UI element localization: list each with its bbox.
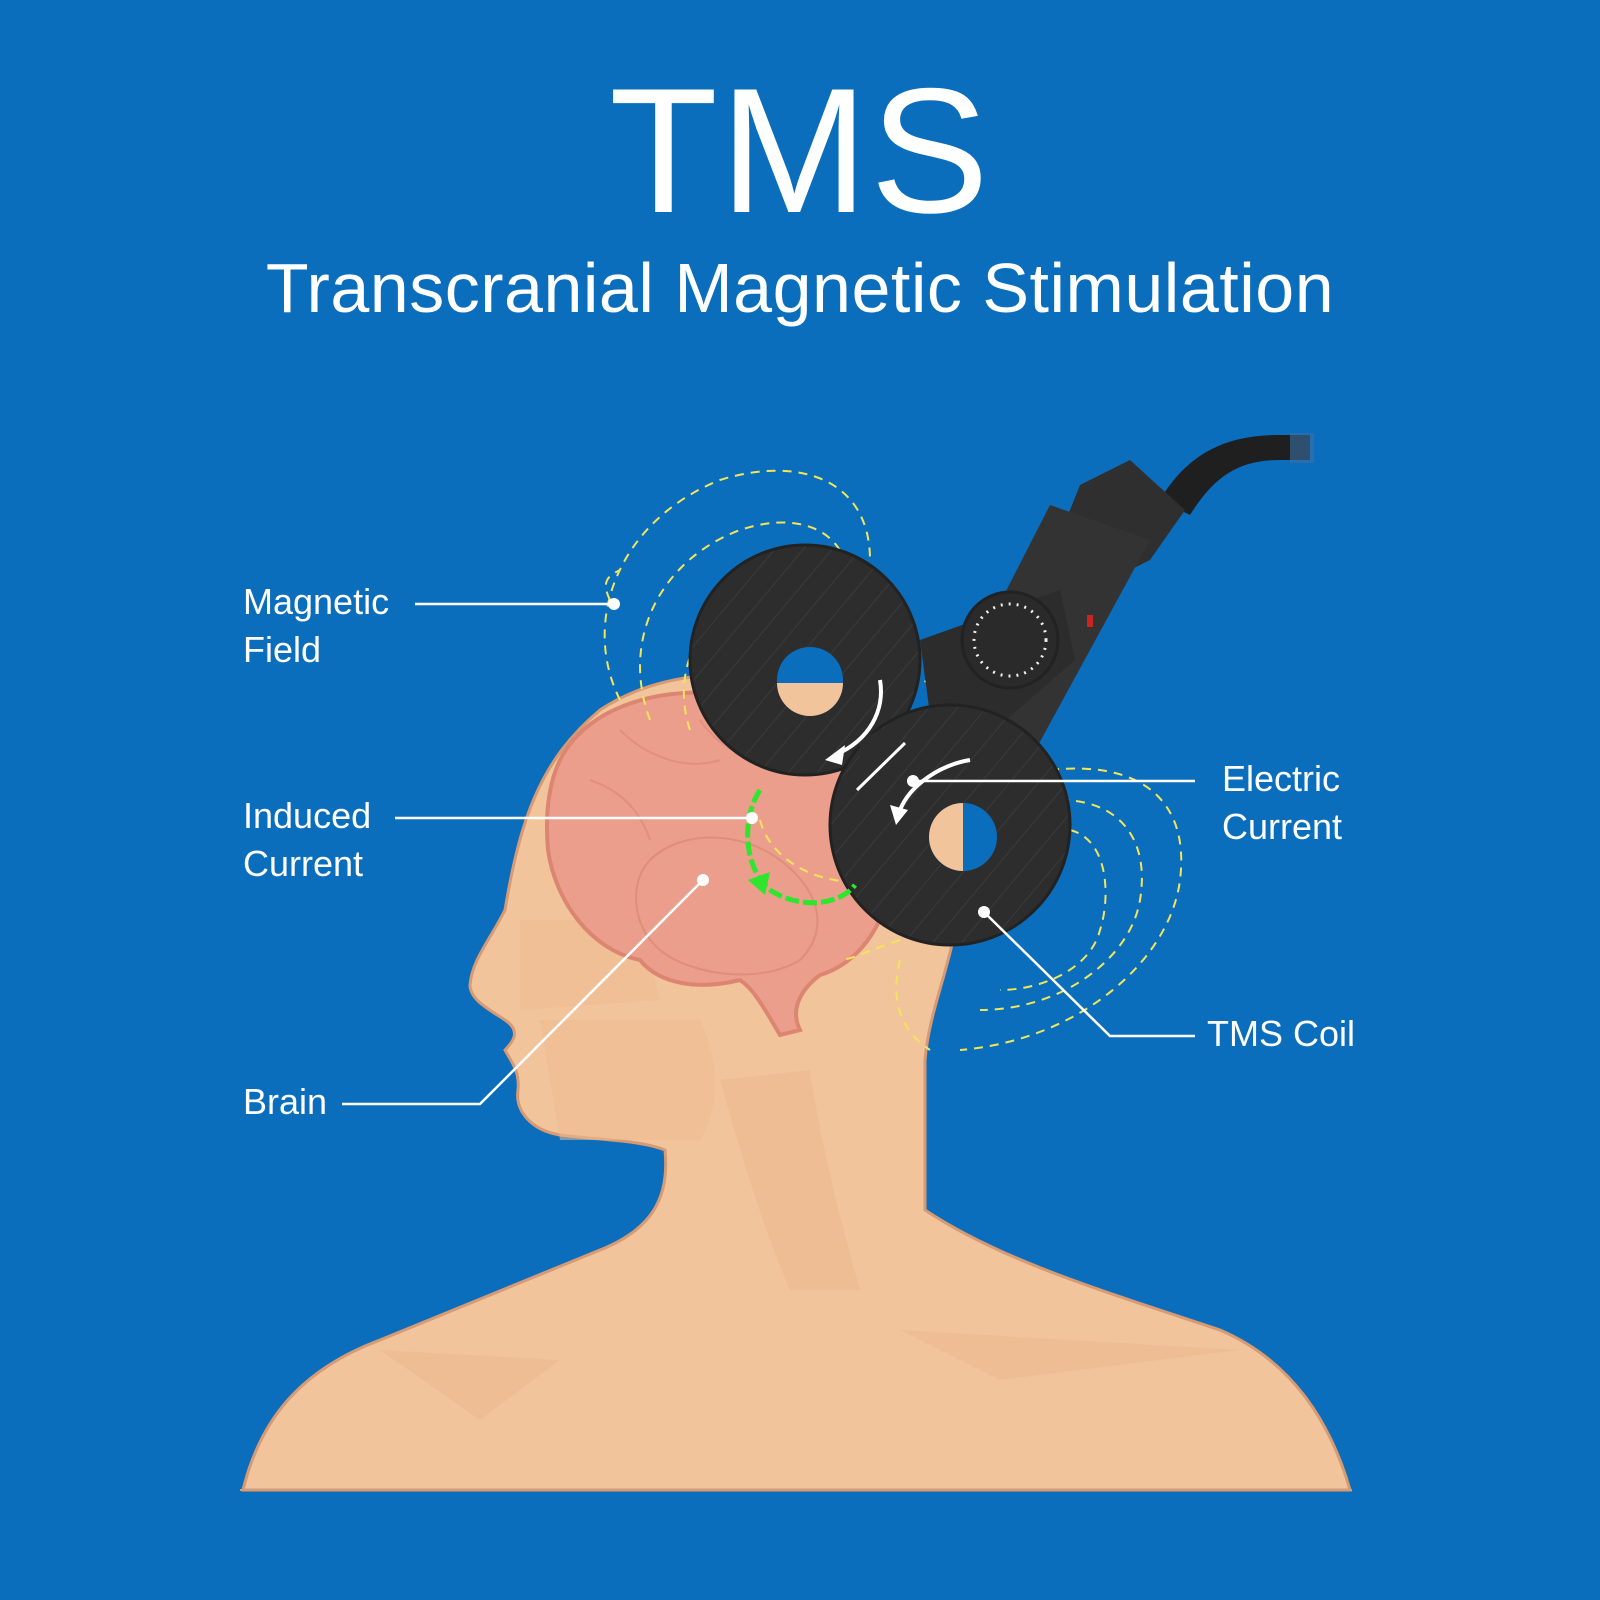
dial-icon: [960, 590, 1060, 690]
label-magnetic-field: Magnetic Field: [243, 578, 389, 674]
brain-leader: [342, 879, 704, 1106]
label-induced-current-line1: Induced: [243, 795, 372, 836]
page-subtitle: Transcranial Magnetic Stimulation: [265, 249, 1335, 327]
human-head-silhouette: [241, 672, 1352, 1492]
label-induced-current-line2: Current: [243, 843, 364, 884]
induced-current-arrow: [745, 788, 857, 906]
label-brain-line1: Brain: [243, 1081, 328, 1122]
induced-current-marker: [746, 812, 758, 824]
label-tms-coil: TMS Coil: [1207, 1010, 1355, 1058]
brain-marker: [697, 874, 709, 886]
label-magnetic-field-line2: Field: [243, 629, 322, 670]
tms-coil-marker: [978, 906, 990, 918]
label-electric-current: Electric Current: [1222, 755, 1342, 851]
label-induced-current: Induced Current: [243, 792, 371, 888]
magnetic-field-marker: [608, 598, 620, 610]
leader-lines: [342, 602, 1195, 1106]
page-title: TMS: [609, 51, 991, 250]
label-electric-current-line1: Electric: [1222, 758, 1341, 799]
label-tms-coil-line1: TMS Coil: [1207, 1013, 1356, 1054]
label-electric-current-line2: Current: [1222, 806, 1343, 847]
tms-coil: [688, 543, 1072, 947]
label-magnetic-field-line1: Magnetic: [243, 581, 390, 622]
tms-coil-leader: [983, 911, 1195, 1038]
label-brain: Brain: [243, 1078, 327, 1126]
electric-current-marker: [907, 775, 919, 787]
